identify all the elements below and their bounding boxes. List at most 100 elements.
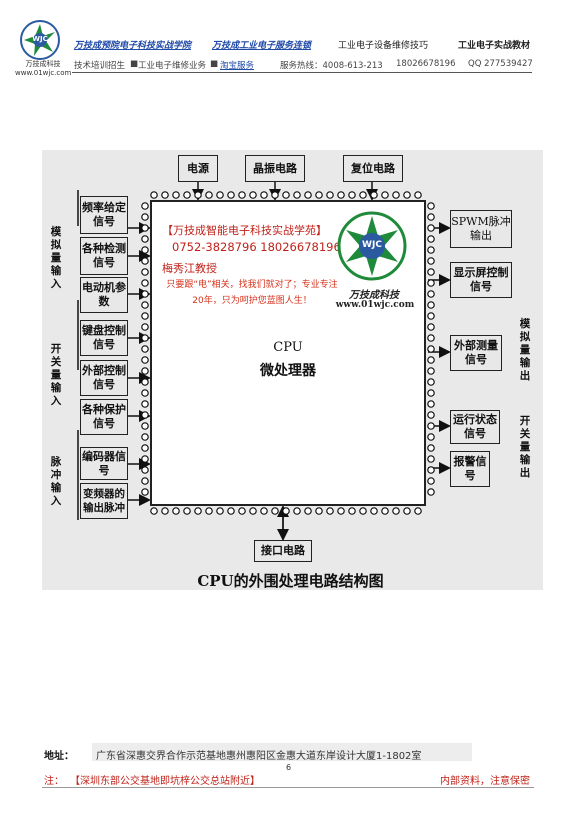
cpu-pin [326, 507, 334, 515]
running-status-signal-box: 运行状态信号 [450, 410, 500, 444]
footer-divider [42, 787, 534, 788]
protection-signals-box: 各种保护信号 [80, 399, 128, 435]
spwm-pulse-output-box: SPWM脉冲输出 [450, 210, 512, 248]
logo-caption: 万技成科技 www.01wjc.com [15, 60, 71, 78]
header-link-academy[interactable]: 万技成预院电子科技实战学院 [74, 41, 192, 51]
cpu-pin [427, 257, 435, 265]
cpu-pin [427, 213, 435, 221]
cpu-pin [161, 507, 169, 515]
cpu-pin [141, 422, 149, 430]
cpu-pin [205, 507, 213, 515]
encoder-signal-box: 编码器信号 [80, 447, 128, 480]
cpu-pin [282, 507, 290, 515]
cpu-pin [427, 334, 435, 342]
cpu-pin [427, 466, 435, 474]
cpu-pin [141, 202, 149, 210]
address-label: 地址： [44, 751, 74, 762]
cpu-pin [427, 312, 435, 320]
header-repair-business: 工业电子维修业务 [138, 61, 207, 71]
cpu-pin [427, 477, 435, 485]
cpu-pin [359, 507, 367, 515]
external-control-signal-box: 外部控制信号 [80, 360, 128, 396]
logo-text: WJC [32, 35, 48, 43]
cpu-pin [150, 507, 158, 515]
switch-output-label: 开关量输出 [519, 415, 531, 479]
inverter-output-pulse-box: 变频器的输出脉冲 [80, 483, 128, 519]
cpu-pin [183, 507, 191, 515]
diagram-caption: CPU的外围处理电路结构图 [197, 572, 384, 590]
cpu-pin [427, 433, 435, 441]
square-bullet-icon: ■ [130, 59, 139, 69]
cpu-pin [141, 345, 149, 353]
cpu-pin [227, 191, 235, 199]
header-hotline: 服务热线：4008-613-213 [280, 61, 383, 71]
analog-output-label: 模拟量输出 [519, 318, 531, 382]
cpu-pin [427, 356, 435, 364]
cpu-pin [381, 507, 389, 515]
header-phone: 18026678196 [396, 59, 456, 69]
cpu-pin [392, 191, 400, 199]
cpu-pin [249, 191, 257, 199]
cpu-label: CPU [273, 340, 303, 355]
cpu-pin [427, 301, 435, 309]
cpu-pin [427, 367, 435, 375]
cpu-pin [414, 507, 422, 515]
cpu-pin [392, 507, 400, 515]
cpu-pin [141, 367, 149, 375]
cpu-pin [141, 433, 149, 441]
header-textbooks: 工业电子实战教材 [458, 41, 531, 51]
cpu-pin [414, 191, 422, 199]
header-repair-tips: 工业电子设备维修技巧 [338, 41, 429, 51]
microprocessor-label: 微处理器 [260, 363, 316, 379]
cpu-pin [183, 191, 191, 199]
cpu-pin [216, 191, 224, 199]
cpu-pin [427, 455, 435, 463]
header-qq: QQ 277539427 [468, 59, 533, 69]
cpu-pin [141, 455, 149, 463]
cpu-pin [238, 191, 246, 199]
cpu-pin [427, 345, 435, 353]
frequency-setting-signal-box: 频率给定信号 [80, 196, 128, 234]
cpu-pin [161, 191, 169, 199]
cpu-pin [141, 301, 149, 309]
cpu-pin [141, 235, 149, 243]
cpu-pin [427, 246, 435, 254]
reset-circuit-box: 复位电路 [343, 155, 403, 182]
cpu-pin [427, 202, 435, 210]
cpu-pin [141, 268, 149, 276]
cpu-pin [141, 257, 149, 265]
cpu-pin [172, 507, 180, 515]
square-bullet-icon: ■ [210, 59, 219, 69]
cpu-pin [194, 191, 202, 199]
cpu-pin [427, 389, 435, 397]
cpu-pin [304, 191, 312, 199]
interface-circuit-box: 接口电路 [254, 540, 312, 562]
cpu-pin [370, 191, 378, 199]
cpu-pin [427, 290, 435, 298]
cpu-pin [141, 356, 149, 364]
advert-title: 【万技成智能电子科技实战学苑】 [162, 224, 327, 237]
cpu-pin [427, 411, 435, 419]
cpu-pin [194, 507, 202, 515]
header-link-taobao[interactable]: 淘宝服务 [220, 61, 255, 71]
cpu-pin [293, 191, 301, 199]
cpu-pin [238, 507, 246, 515]
pulse-input-label: 脉冲输入 [50, 456, 62, 507]
header-link-service-chain[interactable]: 万技成工业电子服务连锁 [212, 41, 312, 51]
address-text: 广东省深惠交界合作示范基地惠州惠阳区金惠大道东岸设计大厦1-1802室 [96, 751, 422, 762]
analog-input-label: 模拟量输入 [50, 226, 62, 290]
cpu-pin [141, 389, 149, 397]
crystal-oscillator-box: 晶振电路 [245, 155, 305, 182]
cpu-pin [141, 488, 149, 496]
switch-input-label: 开关量输入 [50, 343, 62, 407]
watermark-logo-text: WJC [362, 240, 382, 250]
company-logo: WJC [20, 20, 60, 60]
watermark-url: www.01wjc.com [335, 300, 415, 310]
cpu-pin [141, 444, 149, 452]
cpu-pin [337, 507, 345, 515]
cpu-pin [227, 507, 235, 515]
keyboard-control-signal-box: 键盘控制信号 [80, 320, 128, 356]
cpu-pin [427, 378, 435, 386]
cpu-pin [249, 507, 257, 515]
advert-name: 梅秀江教授 [162, 262, 217, 275]
